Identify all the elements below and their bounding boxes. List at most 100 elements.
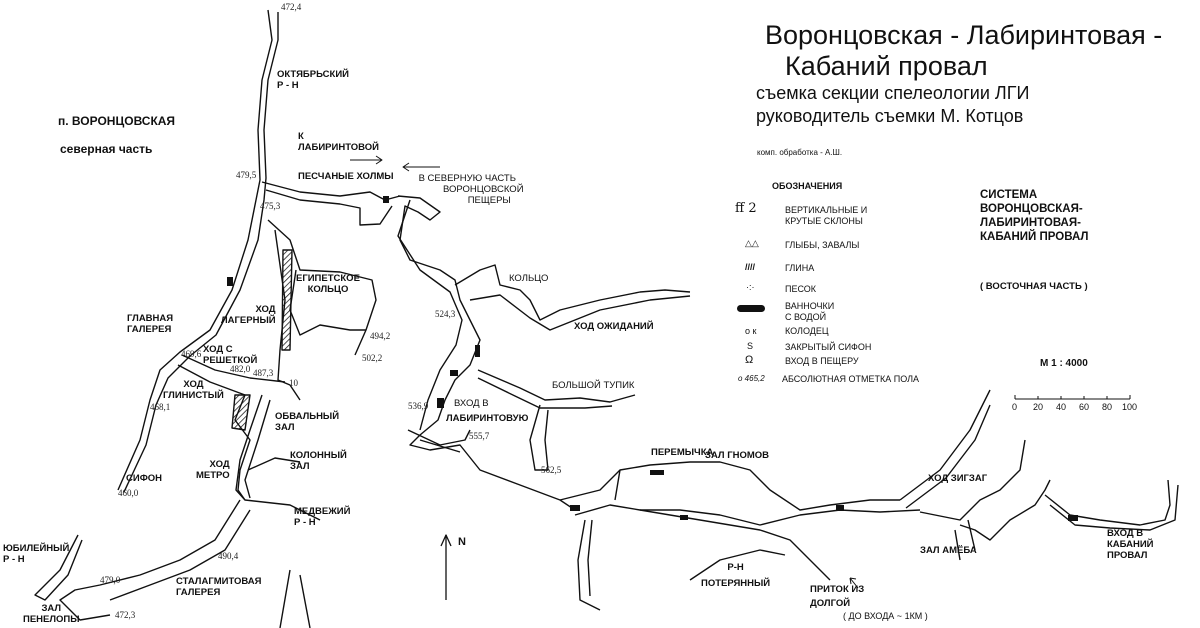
elevation-mark: 524,3 (435, 309, 456, 319)
label-siphon: СИФОН (126, 473, 163, 484)
passage-ring (454, 264, 691, 331)
elevation-mark: 490,4 (218, 551, 239, 561)
elevation-mark: 460,0 (118, 488, 139, 498)
water-pools (227, 196, 1078, 521)
legend-label: КОЛОДЕЦ (785, 326, 829, 336)
legend-label: ВХОД В ПЕЩЕРУ (785, 356, 859, 366)
elevation-mark: 536,9 (408, 401, 429, 411)
passage-lost (639, 509, 831, 581)
legend-heading: ОБОЗНАЧЕНИЯ (772, 181, 843, 191)
boulders-icon: △△ (745, 238, 759, 248)
direction-arrows (350, 155, 859, 589)
elevation-mark: 479,0 (100, 575, 121, 585)
passage-labirint (407, 429, 471, 453)
map-scale: М 1 : 4000 (1040, 358, 1088, 369)
passage-kabany (1044, 479, 1179, 531)
scale-tick: 40 (1056, 402, 1067, 412)
legend-label: КРУТЫЕ СКЛОНЫ (785, 216, 863, 226)
elevation-mark: 469,6 (181, 349, 202, 359)
sump-icon: S (747, 341, 754, 351)
title-line-2: Кабаний провал (785, 51, 988, 81)
sand-icon: ·:· (746, 282, 755, 292)
system-line: СИСТЕМА (980, 189, 1038, 201)
passage-octyabrsky (117, 9, 273, 491)
scale-tick: 20 (1033, 402, 1044, 412)
elevation-mark: 479,5 (236, 170, 257, 180)
label-amoeba-hall: ЗАЛ АМЁБА (920, 545, 977, 556)
system-line: ВОРОНЦОВСКАЯ- (980, 203, 1083, 215)
elevation-mark: 555,7 (469, 431, 490, 441)
passage-metro (235, 394, 321, 521)
survey-team: съемка секции спелеологии ЛГИ (756, 83, 1030, 103)
passage-big-deadend (477, 369, 636, 471)
elevation-mark: 468,1 (150, 402, 171, 412)
elevation-mark: 472,4 (281, 2, 302, 12)
passage-zigzag (919, 439, 1051, 541)
processing-credit: комп. обработка - А.Ш. (757, 148, 843, 157)
passage-sand-hills (261, 181, 401, 226)
passage-main-east (559, 461, 921, 526)
elevation-mark: 487,3 (253, 368, 274, 378)
survey-credits: съемка секции спелеологии ЛГИ руководите… (756, 82, 1029, 128)
elevation-mark: 472,3 (115, 610, 136, 620)
system-line: КАБАНИЙ ПРОВАЛ (980, 231, 1089, 243)
cave-entrance-icon: Ω (745, 354, 754, 366)
legend-label: ВАННОЧКИ (785, 301, 835, 311)
elevation-mark: 494,2 (370, 331, 391, 341)
legend-label: АБСОЛЮТНАЯ ОТМЕТКА ПОЛА (782, 374, 920, 384)
legend-label: ЗАКРЫТЫЙ СИФОН (785, 342, 872, 352)
elevation-mark-icon: о 465,2 (738, 374, 765, 383)
vertical-slope-icon: ff 2 (735, 201, 757, 216)
north-label: N (458, 536, 466, 548)
system-line: ЛАБИРИНТОВАЯ- (980, 217, 1081, 229)
passage-stalagmite (59, 499, 251, 621)
north-part-label: северная часть (60, 142, 153, 156)
passage-ne (899, 389, 991, 509)
label-to-entrance: ( ДО ВХОДА ~ 1КМ ) (843, 611, 928, 621)
label-peremychka: ПЕРЕМЫЧКА (651, 447, 714, 458)
label-ring: КОЛЬЦО (509, 273, 549, 284)
legend-label: С ВОДОЙ (785, 312, 827, 322)
north-cave-name: п. ВОРОНЦОВСКАЯ (58, 114, 176, 128)
legend-label: ВЕРТИКАЛЬНЫЕ И (785, 205, 868, 215)
legend-label: ГЛЫБЫ, ЗАВАЛЫ (785, 240, 860, 250)
scale-tick: 0 (1012, 402, 1018, 412)
label-gnomes-hall: ЗАЛ ГНОМОВ (705, 450, 770, 461)
elevation-mark: 10 (289, 378, 298, 388)
label-big-deadend: БОЛЬШОЙ ТУПИК (552, 380, 635, 391)
label-sand-hills: ПЕСЧАНЫЕ ХОЛМЫ (298, 171, 394, 182)
map-title: Воронцовская - Лабиринтовая - Кабаний пр… (765, 20, 1162, 82)
clay-icon: //// (745, 262, 756, 272)
passage-north-link (397, 195, 576, 511)
system-title: СИСТЕМА ВОРОНЦОВСКАЯ- ЛАБИРИНТОВАЯ- КАБА… (980, 188, 1088, 244)
water-pool-icon (737, 305, 765, 312)
scale-tick: 100 (1122, 402, 1138, 412)
label-expectations: ХОД ОЖИДАНИЙ (574, 321, 654, 332)
legend-label: ПЕСОК (785, 284, 817, 294)
elevation-mark: 562,5 (541, 465, 562, 475)
passage-grate (177, 354, 286, 501)
survey-leader: руководитель съемки М. Котцов (756, 106, 1024, 126)
passage-jubilee (34, 534, 83, 601)
eastern-part-label: ( ВОСТОЧНАЯ ЧАСТЬ ) (980, 281, 1088, 292)
